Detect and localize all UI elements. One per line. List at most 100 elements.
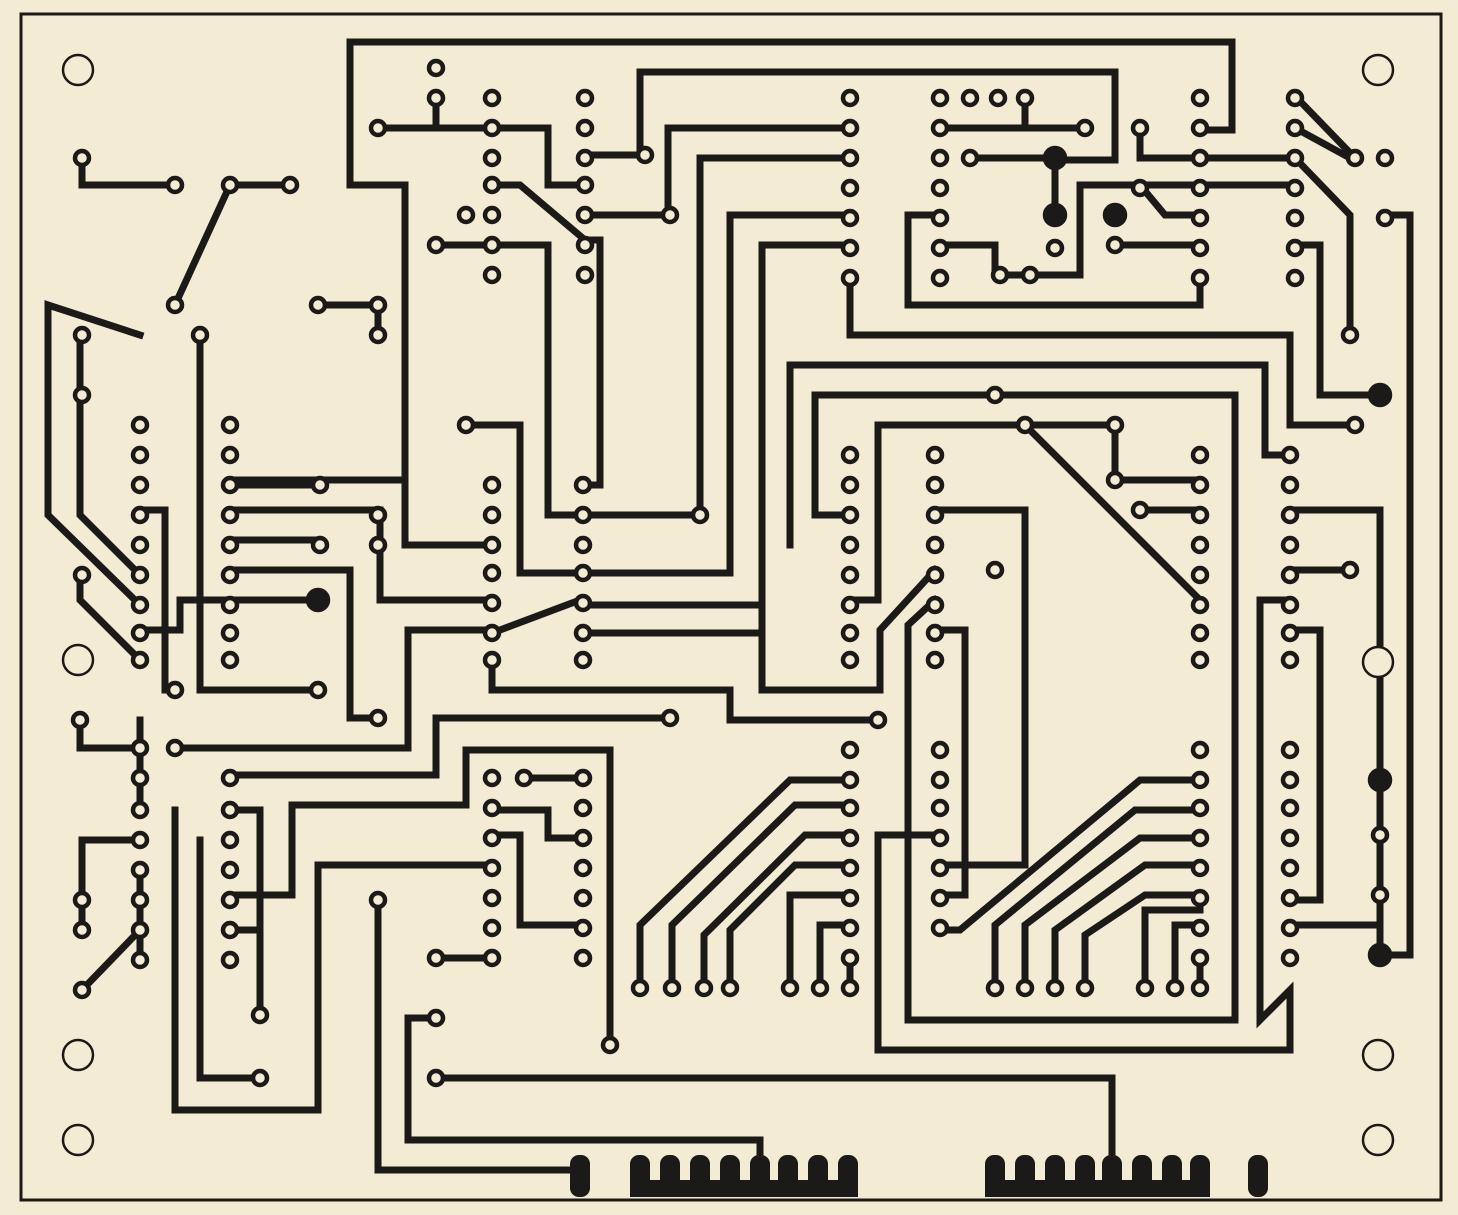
solder-pad (925, 475, 945, 495)
solder-pad (456, 415, 476, 435)
solder-pad (130, 768, 150, 788)
solder-pad (1280, 888, 1300, 908)
solder-pad (482, 888, 502, 908)
solder-pad (840, 595, 860, 615)
solder-pad (1280, 770, 1300, 790)
copper-track (488, 806, 587, 842)
solder-pad (1190, 888, 1210, 908)
edge-connector-right (985, 1155, 1268, 1197)
solder-pad (482, 205, 502, 225)
ic-upper-right (985, 88, 1395, 435)
solder-pad (482, 175, 502, 195)
solder-pad (1190, 650, 1210, 670)
copper-track (1081, 891, 1204, 989)
solder-pad (482, 535, 502, 555)
solder-pad (1105, 415, 1125, 435)
solder-pad (220, 535, 240, 555)
solder-pad (630, 978, 650, 998)
board-outline (19, 12, 1443, 1202)
solder-pad (165, 295, 185, 315)
solder-pad (840, 650, 860, 670)
solder-pad (130, 565, 150, 585)
copper-track (1026, 181, 1204, 279)
solder-pad (930, 268, 950, 288)
solder-pad (694, 978, 714, 998)
solder-pad (1015, 978, 1035, 998)
solder-pad (72, 385, 92, 405)
solder-pad (165, 738, 185, 758)
solder-pad (925, 623, 945, 643)
solder-pad (482, 828, 502, 848)
solder-pad (1285, 88, 1305, 108)
solder-pad (426, 58, 446, 78)
copper-track (44, 300, 145, 610)
solder-pad (1190, 595, 1210, 615)
solder-pad (1020, 265, 1040, 285)
solder-pad (482, 563, 502, 583)
solder-pad (840, 858, 860, 878)
solder-pad (840, 148, 860, 168)
solder-pad (72, 920, 92, 940)
connector-bar (985, 1180, 1210, 1197)
copper-track (668, 801, 854, 989)
solder-pad (575, 118, 595, 138)
solder-pad (1165, 978, 1185, 998)
solder-pad (130, 890, 150, 910)
solder-pad (573, 858, 593, 878)
solder-pad (573, 828, 593, 848)
solder-pad (482, 858, 502, 878)
solder-pad (1280, 948, 1300, 968)
solder-pad (130, 800, 150, 820)
solder-pad (1135, 978, 1155, 998)
solder-pad (573, 650, 593, 670)
solder-pad (1075, 978, 1095, 998)
solder-pad (573, 475, 593, 495)
solder-pad (426, 948, 446, 968)
copper-track (1286, 626, 1324, 904)
solder-pad (165, 680, 185, 700)
copper-track (581, 124, 854, 219)
solder-pad (930, 148, 950, 168)
solder-pad (72, 890, 92, 910)
ic-mid-right-b (1105, 445, 1360, 670)
copper-track (1291, 506, 1384, 929)
solder-pad (840, 88, 860, 108)
copper-track (904, 211, 1204, 309)
connector-finger (570, 1155, 590, 1197)
solder-pad (1190, 740, 1210, 760)
solder-pad (840, 888, 860, 908)
solder-pad (575, 148, 595, 168)
solder-pad (573, 593, 593, 613)
solder-pad (1280, 445, 1300, 465)
solder-pad (1190, 828, 1210, 848)
copper-track (374, 896, 584, 1174)
solder-pad (840, 268, 860, 288)
copper-track (931, 626, 969, 899)
solder-pad (308, 295, 328, 315)
solder-pad (840, 740, 860, 760)
solder-pad (1345, 148, 1365, 168)
copper-track (579, 211, 854, 577)
solder-pad (930, 88, 950, 108)
copper-track (811, 391, 1239, 1024)
solder-pad (840, 798, 860, 818)
solder-pad (985, 385, 1005, 405)
solder-pad (1190, 978, 1210, 998)
solder-pad (220, 565, 240, 585)
solder-pad (220, 800, 240, 820)
solder-pad (1130, 178, 1150, 198)
copper-track (991, 806, 1204, 989)
copper-track (936, 241, 1034, 279)
solder-pad (1075, 118, 1095, 138)
solder-pad (1190, 918, 1210, 938)
solder-pad (482, 475, 502, 495)
solder-pad (1190, 948, 1210, 968)
solder-pad (482, 148, 502, 168)
solder-pad (930, 740, 950, 760)
mounting-hole (1361, 645, 1395, 679)
solder-pad (165, 175, 185, 195)
solder-pad (840, 770, 860, 790)
copper-track (579, 241, 854, 609)
solder-pad (130, 535, 150, 555)
solder-pad (1190, 148, 1210, 168)
